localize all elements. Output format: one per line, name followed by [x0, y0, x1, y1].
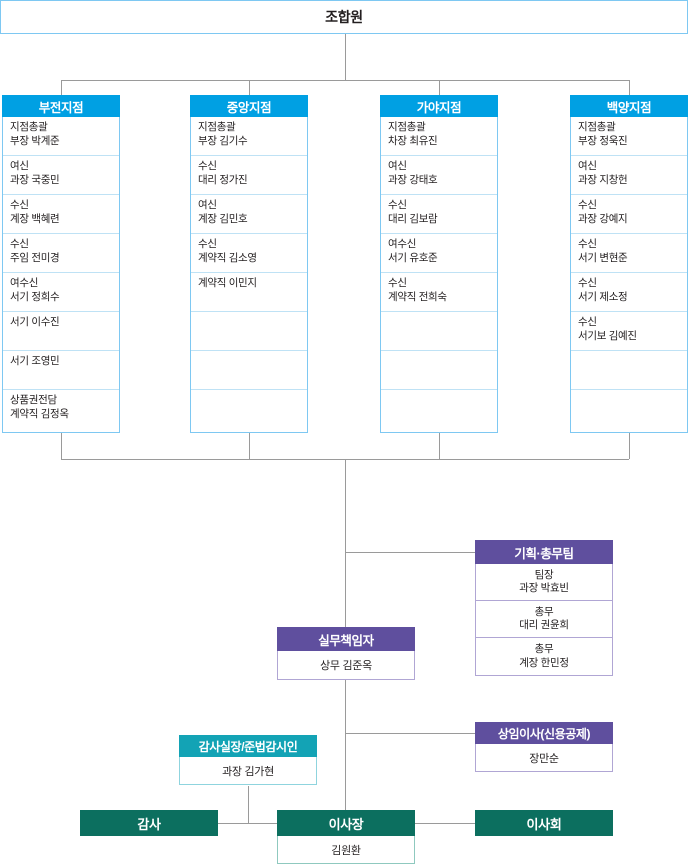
auditor-label: 감사 [137, 816, 161, 832]
node-board-of-directors: 이사회 [475, 810, 613, 836]
connector-audit-office-riser [248, 786, 249, 823]
board-label: 이사회 [526, 816, 562, 832]
branch-gaya-body: 지점총괄 차장 최유진 여신 과장 강태호 수신 대리 김보람 여수신 서기 유… [380, 117, 498, 433]
team-row: 총무 계장 한민정 [476, 638, 612, 675]
standing-director-person: 장만순 [475, 744, 613, 772]
chairman-person: 김원환 [277, 836, 415, 864]
connector-branch-drop-4 [629, 80, 630, 95]
team-role: 팀장 [534, 568, 554, 581]
node-audit-office-head: 감사실장/준법감시인 과장 김가현 [179, 735, 317, 785]
branch-cell: 수신 계장 백혜련 [3, 195, 119, 234]
node-planning-general-affairs-team: 기획·총무팀 팀장 과장 박효빈 총무 대리 권윤희 총무 계장 한민정 [475, 540, 613, 676]
team-role: 총무 [534, 605, 554, 618]
connector-branch-bus [61, 80, 629, 81]
branch-cell: 계약직 이민지 [191, 273, 307, 312]
branch-cell: 수신 대리 정가진 [191, 156, 307, 195]
branch-cell: 수신 대리 김보람 [381, 195, 497, 234]
branch-jungang-body: 지점총괄 부장 김기수 수신 대리 정가진 여신 계장 김민호 수신 계약직 김… [190, 117, 308, 433]
branch-cell: 여신 계장 김민호 [191, 195, 307, 234]
node-members-label: 조합원 [325, 9, 363, 25]
branch-bujeon-body: 지점총괄 부장 박계준 여신 과장 국중민 수신 계장 백혜련 수신 주임 전미… [2, 117, 120, 433]
branch-bujeon-header: 부전지점 [2, 95, 120, 117]
node-chairman: 이사장 김원환 [277, 810, 415, 864]
team-row: 팀장 과장 박효빈 [476, 564, 612, 601]
operations-manager-header: 실무책임자 [277, 627, 415, 651]
chairman-header: 이사장 [277, 810, 415, 836]
branch-cell [381, 390, 497, 429]
branch-jungang: 중앙지점 지점총괄 부장 김기수 수신 대리 정가진 여신 계장 김민호 수신 … [190, 95, 308, 433]
branch-cell: 지점총괄 부장 정욱진 [571, 117, 687, 156]
operations-manager-person: 상무 김준옥 [277, 651, 415, 680]
branch-baegyang-header: 백양지점 [570, 95, 688, 117]
branch-cell: 수신 서기 제소정 [571, 273, 687, 312]
branch-cell [571, 351, 687, 390]
branch-cell [191, 312, 307, 351]
branch-baegyang-body: 지점총괄 부장 정욱진 여신 과장 지창헌 수신 과장 강예지 수신 서기 변현… [570, 117, 688, 433]
branch-cell: 서기 이수진 [3, 312, 119, 351]
connector-branch-riser-4 [629, 433, 630, 459]
branch-gaya-header: 가야지점 [380, 95, 498, 117]
branch-cell: 지점총괄 부장 김기수 [191, 117, 307, 156]
branch-cell: 수신 과장 강예지 [571, 195, 687, 234]
branch-cell: 지점총괄 부장 박계준 [3, 117, 119, 156]
branch-cell: 수신 주임 전미경 [3, 234, 119, 273]
branch-cell: 여수신 서기 정희수 [3, 273, 119, 312]
branch-cell [191, 390, 307, 429]
branch-baegyang: 백양지점 지점총괄 부장 정욱진 여신 과장 지창헌 수신 과장 강예지 수신 … [570, 95, 688, 433]
team-header: 기획·총무팀 [475, 540, 613, 564]
connector-chairman-to-board [415, 823, 475, 824]
branch-cell: 상품권전담 계약직 김정옥 [10, 394, 69, 420]
connector-branch-riser-1 [61, 433, 62, 459]
branch-cell: 여신 과장 지창헌 [571, 156, 687, 195]
connector-gamsa-to-chairman [218, 823, 277, 824]
connector-branch-riser-3 [439, 433, 440, 459]
branch-cell: 여신 과장 국중민 [3, 156, 119, 195]
branch-cell: 수신 서기보 김예진 [571, 312, 687, 351]
team-role: 총무 [534, 643, 554, 655]
connector-top-trunk [345, 34, 346, 80]
connector-to-team [345, 552, 475, 553]
standing-director-header: 상임이사(신용공제) [475, 722, 613, 744]
audit-office-head-header: 감사실장/준법감시인 [179, 735, 317, 757]
connector-to-exec [345, 733, 475, 734]
branch-cell [381, 351, 497, 390]
team-row: 총무 대리 권윤희 [476, 601, 612, 638]
branch-cell: 지점총괄 차장 최유진 [381, 117, 497, 156]
connector-branch-riser-2 [249, 433, 250, 459]
node-operations-manager: 실무책임자 상무 김준옥 [277, 627, 415, 680]
branch-cell [191, 351, 307, 390]
team-person: 과장 박효빈 [519, 582, 569, 594]
node-standing-director: 상임이사(신용공제) 장만순 [475, 722, 613, 772]
branch-cell: 수신 서기 변현준 [571, 234, 687, 273]
branch-cell [571, 390, 687, 429]
team-body: 팀장 과장 박효빈 총무 대리 권윤희 총무 계장 한민정 [475, 564, 613, 676]
branch-cell [381, 312, 497, 351]
team-person: 대리 권윤희 [519, 619, 569, 631]
audit-office-head-person: 과장 김가현 [179, 757, 317, 785]
node-auditor: 감사 [80, 810, 218, 836]
branch-jungang-header: 중앙지점 [190, 95, 308, 117]
branch-gaya: 가야지점 지점총괄 차장 최유진 여신 과장 강태호 수신 대리 김보람 여수신… [380, 95, 498, 433]
branch-cell: 여수신 서기 유호준 [381, 234, 497, 273]
node-members: 조합원 [0, 0, 688, 34]
branch-bujeon: 부전지점 지점총괄 부장 박계준 여신 과장 국중민 수신 계장 백혜련 수신 … [2, 95, 120, 433]
connector-branch-drop-3 [439, 80, 440, 95]
branch-cell: 서기 조영민 [3, 351, 119, 390]
branch-cell: 수신 계약직 김소영 [191, 234, 307, 273]
branch-cell: 수신 계약직 전희숙 [381, 273, 497, 312]
connector-branch-drop-1 [61, 80, 62, 95]
branch-cell: 여신 과장 강태호 [381, 156, 497, 195]
connector-branch-drop-2 [249, 80, 250, 95]
team-person: 계장 한민정 [519, 656, 569, 669]
